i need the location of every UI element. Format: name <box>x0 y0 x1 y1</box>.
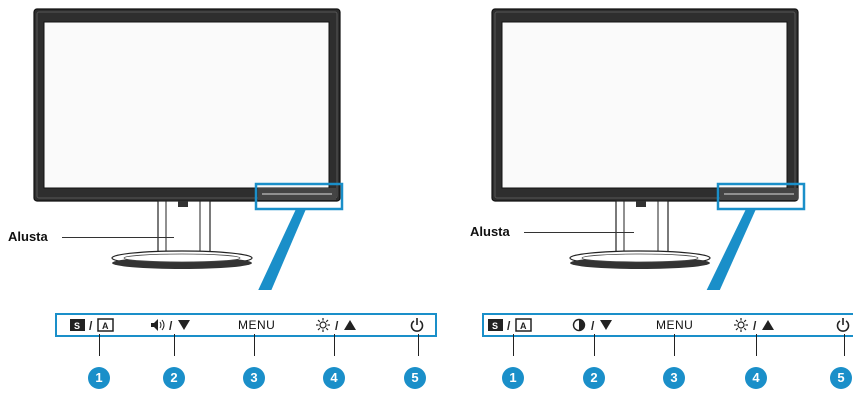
power-button[interactable] <box>410 318 424 335</box>
monitor-illustration <box>491 8 806 290</box>
menu-button[interactable]: MENU <box>238 318 275 332</box>
brightness-up-icon: / <box>316 318 356 333</box>
pointer-line <box>756 334 758 356</box>
brightness-up-button[interactable]: / <box>316 318 364 335</box>
svg-text:/: / <box>591 319 595 332</box>
callout-badge-4: 4 <box>323 367 345 389</box>
menu-label: MENU <box>656 318 694 332</box>
svg-text:/: / <box>89 319 93 332</box>
callout-badge-4: 4 <box>745 367 767 389</box>
power-icon <box>836 318 850 332</box>
button-highlight-box <box>716 182 806 211</box>
callout-badge-5: 5 <box>404 367 426 389</box>
s-a-mode-icon: S / A <box>70 318 114 333</box>
callout-badge-2: 2 <box>583 367 605 389</box>
s-a-mode-icon: S / A <box>488 318 532 333</box>
pointer-line <box>513 334 515 356</box>
power-button[interactable] <box>836 318 850 335</box>
volume-down-button[interactable]: / <box>150 318 198 335</box>
monitor-screen <box>43 21 330 189</box>
svg-text:S: S <box>74 321 80 331</box>
pointer-line <box>844 334 846 356</box>
brightness-up-icon: / <box>734 318 774 333</box>
pointer-line <box>594 334 596 356</box>
menu-label: MENU <box>238 318 276 332</box>
pointer-line <box>254 334 256 356</box>
contrast-down-icon: / <box>572 318 612 333</box>
svg-text:/: / <box>335 319 339 332</box>
svg-text:/: / <box>169 319 173 332</box>
svg-text:A: A <box>102 321 109 331</box>
control-bar <box>482 313 853 337</box>
pointer-line <box>334 334 336 356</box>
monitor-screen <box>501 21 788 189</box>
svg-text:/: / <box>753 319 757 332</box>
callout-badge-1: 1 <box>88 367 110 389</box>
mode-button[interactable]: S / A <box>70 318 118 335</box>
menu-button[interactable]: MENU <box>656 318 693 332</box>
control-bar <box>55 313 437 337</box>
stand-leader-line <box>524 232 634 233</box>
svg-text:S: S <box>492 321 498 331</box>
stand-label: Alusta <box>8 229 48 244</box>
svg-text:/: / <box>507 319 511 332</box>
pointer-line <box>418 334 420 356</box>
callout-wedge <box>706 209 756 290</box>
brightness-up-button[interactable]: / <box>734 318 782 335</box>
pointer-line <box>674 334 676 356</box>
callout-wedge <box>258 209 306 290</box>
monitor-illustration <box>33 8 344 290</box>
callout-badge-3: 3 <box>663 367 685 389</box>
callout-badge-2: 2 <box>163 367 185 389</box>
pointer-line <box>99 334 101 356</box>
callout-badge-3: 3 <box>243 367 265 389</box>
stand-leader-line <box>62 237 174 238</box>
callout-badge-1: 1 <box>502 367 524 389</box>
mode-button[interactable]: S / A <box>488 318 536 335</box>
volume-down-icon: / <box>151 319 190 333</box>
stand-label: Alusta <box>470 224 510 239</box>
contrast-down-button[interactable]: / <box>572 318 620 335</box>
svg-text:A: A <box>520 321 527 331</box>
callout-badge-5: 5 <box>830 367 852 389</box>
right-monitor-diagram: Alusta S / A / MENU / <box>426 0 853 394</box>
pointer-line <box>174 334 176 356</box>
left-monitor-diagram: Alusta S / A / MENU / <box>0 0 437 394</box>
power-icon <box>410 318 424 332</box>
